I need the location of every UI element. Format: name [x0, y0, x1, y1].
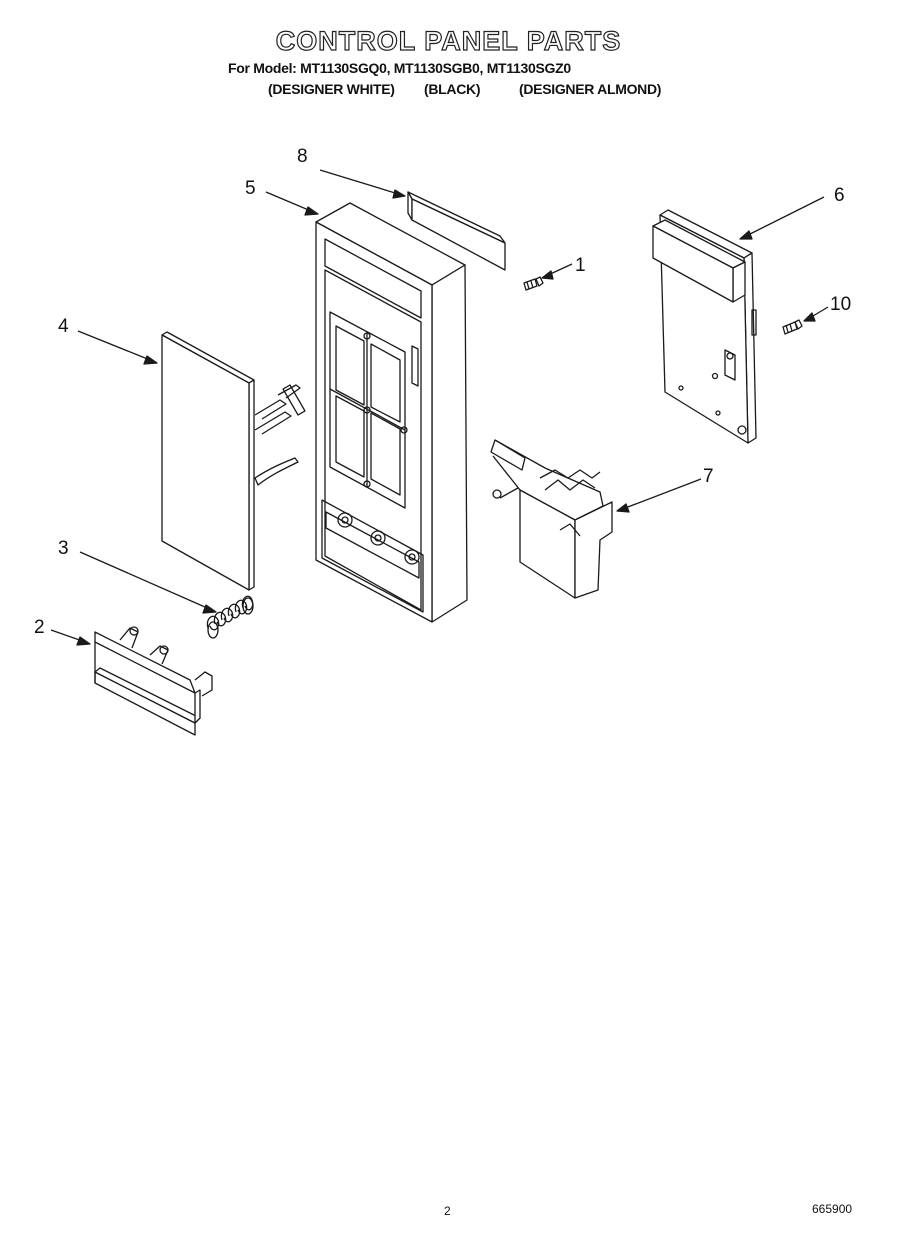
part-8-strip [407, 191, 506, 271]
callout-1: 1 [575, 255, 586, 276]
document-number: 665900 [812, 1202, 853, 1216]
callout-4: 4 [58, 316, 69, 337]
variant-designer-white: (DESIGNER WHITE) [268, 81, 395, 97]
part-7-latch-lever [490, 439, 613, 599]
part-4-panel-cover [161, 331, 306, 591]
page-title: CONTROL PANEL PARTS [275, 25, 622, 56]
part-2-release-button [94, 626, 213, 736]
page-number: 2 [444, 1204, 451, 1218]
callout-6: 6 [834, 185, 845, 206]
part-5-panel-housing [315, 202, 468, 623]
part-3-spring [206, 595, 254, 639]
part-1-screw [523, 276, 544, 291]
variant-designer-almond: (DESIGNER ALMOND) [519, 81, 662, 97]
callout-8: 8 [297, 146, 308, 167]
callout-3: 3 [58, 538, 69, 559]
part-6-circuit-board [652, 209, 757, 444]
callout-2: 2 [34, 617, 45, 638]
part-10-screw [782, 319, 803, 335]
model-list: For Model: MT1130SGQ0, MT1130SGB0, MT113… [228, 60, 571, 76]
callout-5: 5 [245, 178, 256, 199]
callout-7: 7 [703, 466, 714, 487]
variant-black: (BLACK) [424, 81, 481, 97]
leader-lines [50, 169, 829, 646]
callout-10: 10 [830, 294, 852, 315]
